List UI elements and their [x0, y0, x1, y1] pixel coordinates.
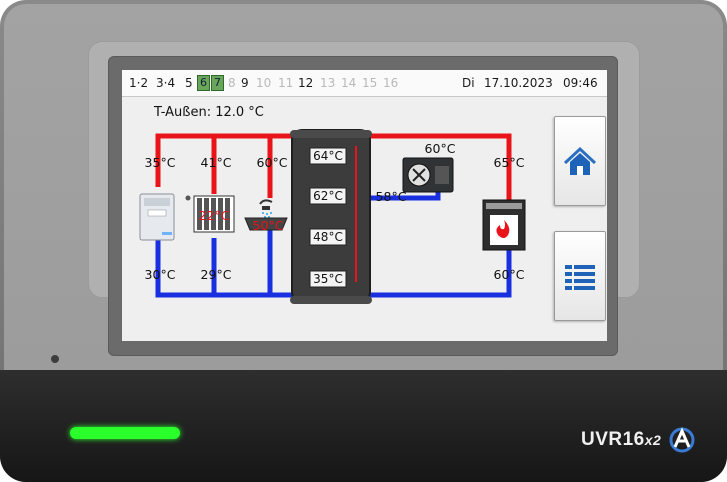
radiator-icon [185, 195, 235, 233]
menu-button[interactable] [554, 231, 606, 321]
weekday: Di [462, 76, 475, 90]
device-bottom-panel [0, 370, 727, 482]
tab-3-4[interactable]: 3·4 [156, 76, 176, 90]
brand-logo: UVR16x2 [581, 427, 697, 453]
tab-1-2[interactable]: 1·2 [129, 76, 149, 90]
boiler-supply-temp: 35°C [145, 155, 176, 170]
tab-7[interactable]: 7 [211, 75, 224, 91]
heatpump-supply-temp: 60°C [425, 141, 456, 156]
boiler-icon [139, 193, 175, 241]
date: 17.10.2023 [484, 76, 553, 90]
radiator-supply-temp: 41°C [201, 155, 232, 170]
radiator-return-temp: 29°C [201, 267, 232, 282]
shower-temp: 50°C [253, 218, 284, 233]
status-bar: 1·2 3·4 5 6 7 8 9 10 11 12 13 14 15 16 D… [122, 70, 607, 97]
heat-pump-icon [402, 157, 454, 193]
storage-tank: 64°C 62°C 48°C 35°C [290, 129, 372, 304]
heatpump-return-temp: 58°C [376, 189, 407, 204]
hydraulic-schematic: 64°C 62°C 48°C 35°C 22°C [139, 129, 526, 304]
tab-15[interactable]: 15 [362, 76, 378, 90]
boiler-return-temp: 30°C [145, 267, 176, 282]
stove-supply-temp: 65°C [494, 155, 525, 170]
light-sensor [51, 355, 59, 363]
tab-5[interactable]: 5 [185, 76, 193, 90]
tab-14[interactable]: 14 [341, 76, 357, 90]
list-icon [565, 265, 595, 290]
time: 09:46 [563, 76, 598, 90]
stove-return-temp: 60°C [494, 267, 525, 282]
brand-logo-icon [669, 427, 695, 453]
tab-12[interactable]: 12 [298, 76, 314, 90]
shower-supply-temp: 60°C [257, 155, 288, 170]
tank-temp-3: 48°C [313, 230, 343, 244]
home-button[interactable] [554, 116, 606, 206]
tab-11[interactable]: 11 [278, 76, 294, 90]
status-led [70, 427, 180, 439]
tab-9[interactable]: 9 [241, 76, 249, 90]
tank-temp-1: 64°C [313, 149, 343, 163]
stove-icon [482, 199, 526, 251]
tank-temp-2: 62°C [313, 189, 343, 203]
tab-13[interactable]: 13 [320, 76, 336, 90]
tab-10[interactable]: 10 [256, 76, 272, 90]
tab-8[interactable]: 8 [228, 76, 236, 90]
tab-6[interactable]: 6 [197, 75, 210, 91]
tab-16[interactable]: 16 [383, 76, 399, 90]
home-icon [563, 146, 597, 175]
radiator-room-temp: 22°C [199, 208, 230, 223]
outdoor-temperature: T-Außen: 12.0 °C [154, 105, 264, 120]
tank-temp-4: 35°C [313, 272, 343, 286]
shower-icon [244, 199, 288, 231]
touch-screen: 1·2 3·4 5 6 7 8 9 10 11 12 13 14 15 16 D… [122, 70, 607, 341]
